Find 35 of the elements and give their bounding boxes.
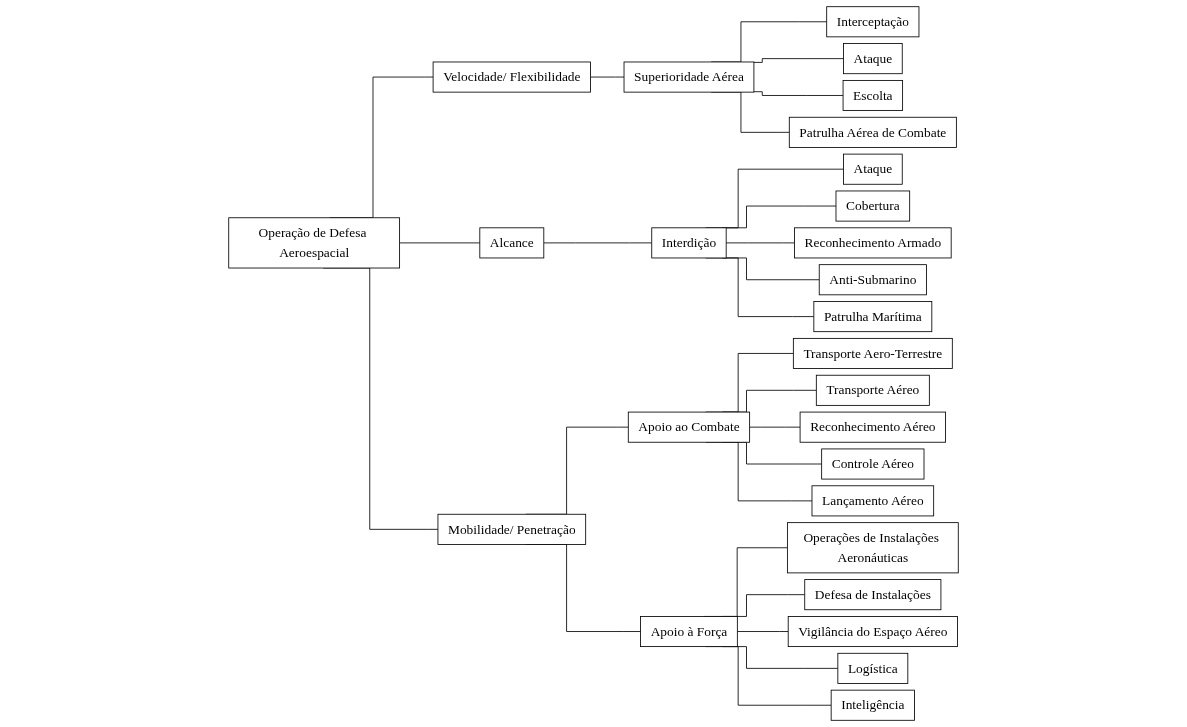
connector — [736, 631, 789, 632]
node-box: Lançamento Aéreo — [811, 485, 935, 517]
node-box: Interdição — [651, 227, 727, 259]
node-box: Velocidade/ Flexibilidade — [432, 61, 591, 93]
node-box: Mobilidade/ Penetração — [437, 513, 587, 545]
node-box: Reconhecimento Armado — [794, 227, 952, 259]
node-box: Ataque — [843, 153, 903, 185]
node-box: Patrulha Aérea de Combate — [788, 116, 957, 148]
node-box: Reconhecimento Aéreo — [799, 411, 946, 443]
node-box: Inteligência — [830, 689, 915, 721]
node-box: Apoio ao Combate — [627, 411, 751, 443]
node-box: Operações de Instalações Aeronáuticas — [787, 522, 959, 574]
node-box: Transporte Aéreo — [815, 374, 930, 406]
node-box: Ataque — [843, 43, 903, 75]
node-box: Transporte Aero-Terrestre — [792, 337, 953, 369]
node-box: Interceptação — [826, 6, 920, 38]
node-box: Cobertura — [835, 190, 911, 222]
connector — [590, 76, 625, 78]
connector — [399, 242, 481, 244]
node-box: Controle Aéreo — [821, 448, 925, 480]
connector — [725, 242, 795, 244]
node-box: Vigilância do Espaço Aéreo — [787, 616, 958, 647]
connector — [753, 58, 844, 63]
node-box: Escolta — [842, 80, 903, 111]
connector — [749, 426, 801, 428]
node-box: Alcance — [479, 227, 545, 259]
node-box: Defesa de Instalações — [804, 579, 942, 611]
node-box: Patrulha Marítima — [813, 301, 933, 333]
node-box: Logística — [837, 652, 909, 684]
node-box: Apoio à Força — [640, 616, 738, 647]
node-box: Superioridade Aérea — [623, 61, 755, 93]
node-box: Operação de Defesa Aeroespacial — [228, 217, 401, 269]
node-box: Anti-Submarino — [818, 264, 927, 296]
connector — [753, 91, 844, 96]
connector — [543, 242, 653, 244]
